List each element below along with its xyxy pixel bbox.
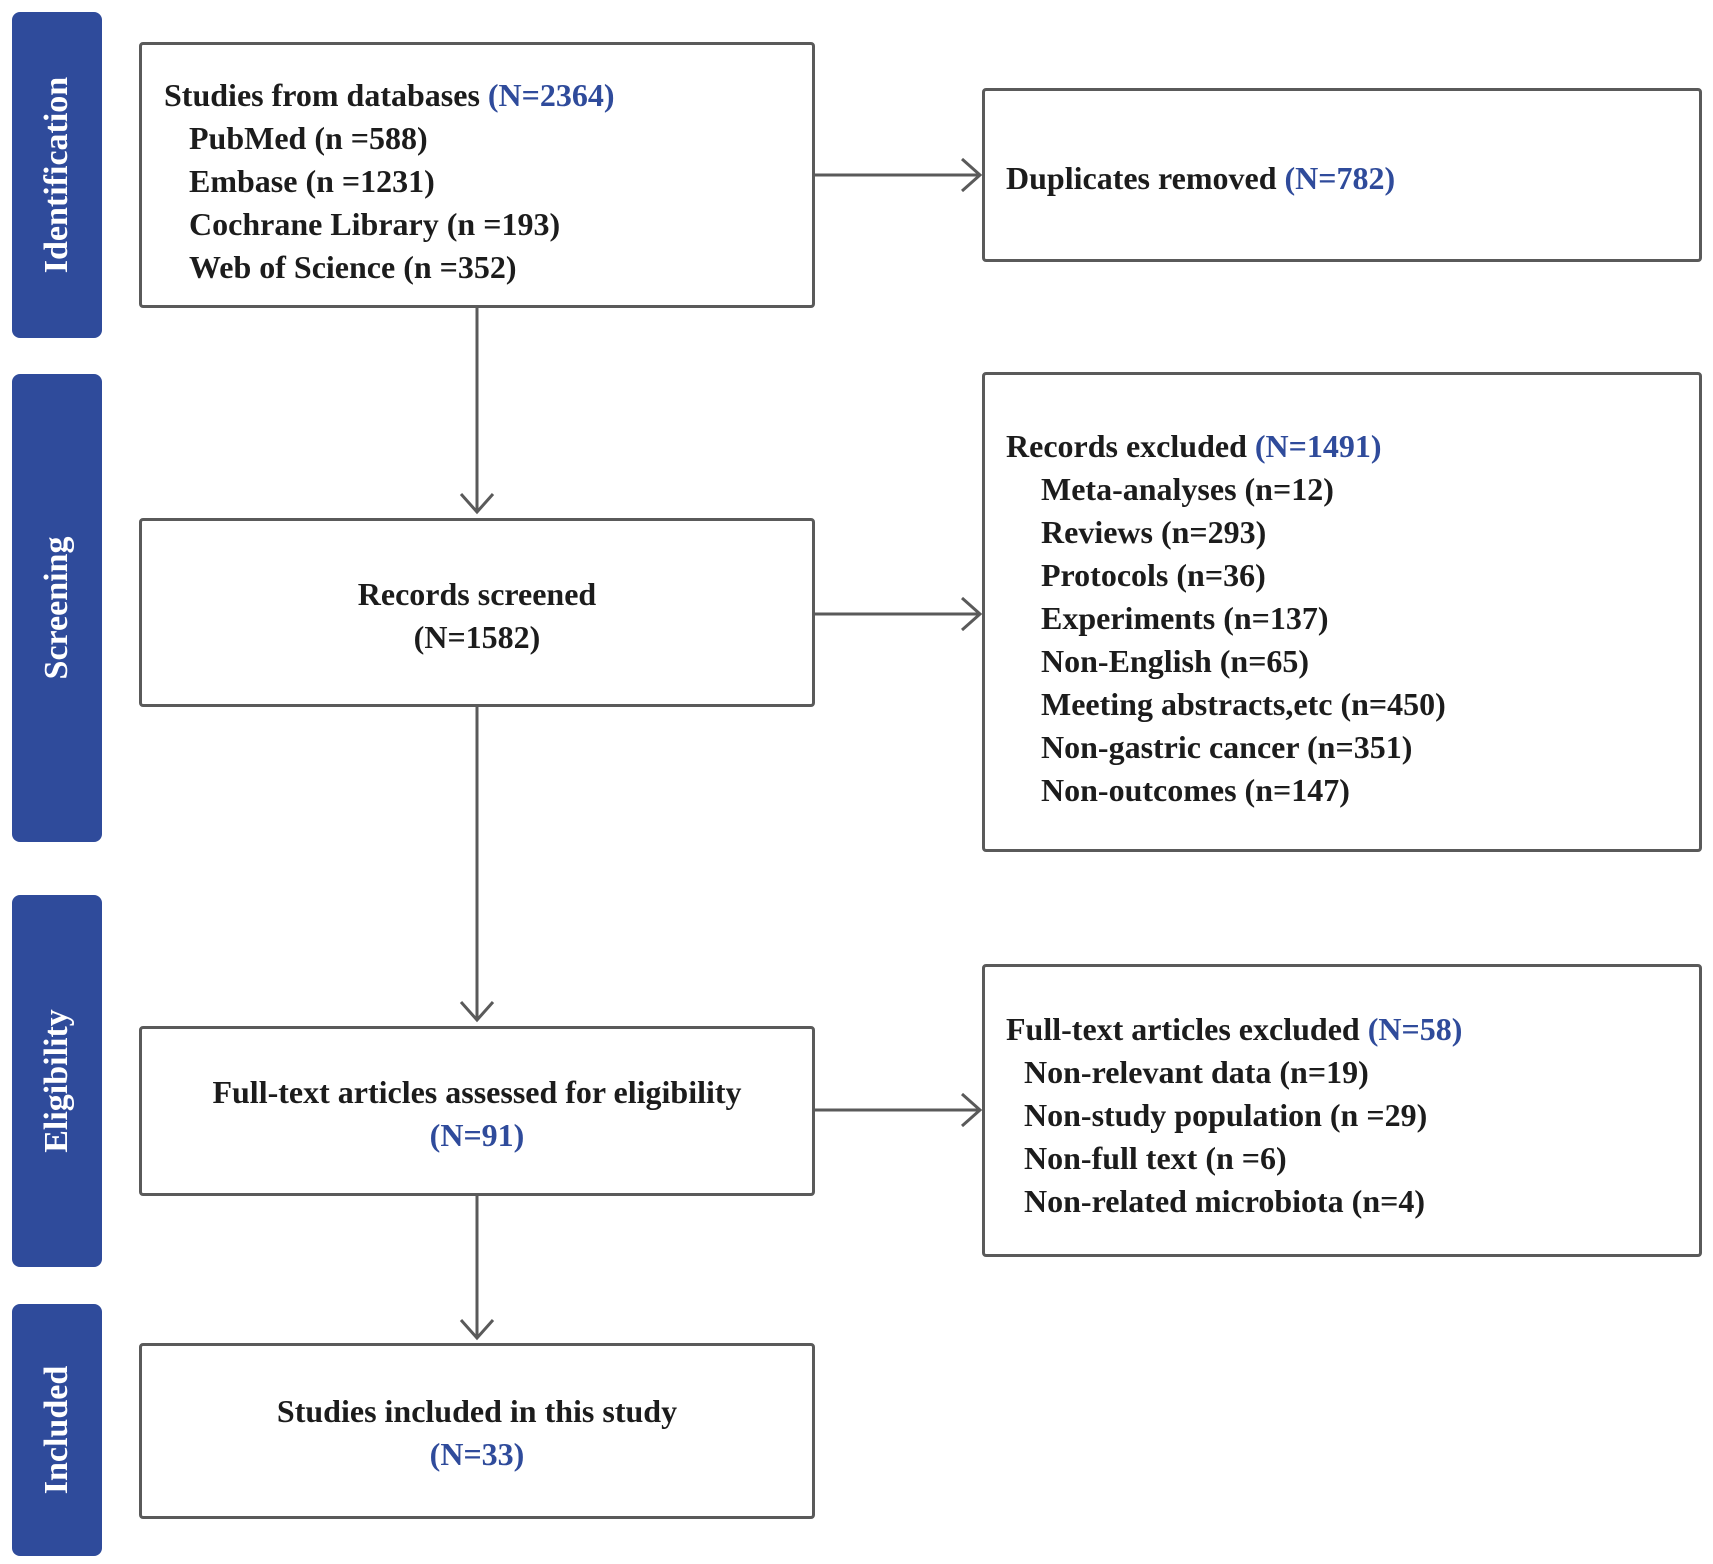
exclusion-reason-item: Meeting abstracts,etc (n=450) — [1041, 686, 1446, 722]
exclusion-reason-item: Meta-analyses (n=12) — [1041, 471, 1334, 507]
databases-count: (N=2364) — [487, 77, 615, 113]
fulltext-assessed-count: (N=91) — [429, 1117, 525, 1153]
records-excluded-count: (N=1491) — [1254, 428, 1382, 464]
included-count: (N=33) — [429, 1436, 525, 1472]
arrowhead-screened-to-excluded — [961, 596, 983, 632]
fulltext-assessed-box: Full-text articles assessed for eligibil… — [139, 1026, 815, 1196]
records-excluded-box: Records excluded (N=1491) Meta-analyses … — [982, 372, 1702, 852]
database-item: PubMed (n =588) — [189, 120, 428, 156]
arrowhead-databases-to-screened — [459, 493, 495, 515]
databases-title: Studies from databases — [164, 77, 488, 113]
exclusion-reason-item: Experiments (n=137) — [1041, 600, 1329, 636]
fulltext-exclusion-item: Non-relevant data (n=19) — [1024, 1054, 1369, 1090]
records-excluded-title: Records excluded — [1006, 428, 1255, 464]
screened-count: (N=1582) — [413, 619, 541, 655]
fulltext-assessed-title: Full-text articles assessed for eligibil… — [212, 1074, 742, 1110]
phase-bar-identification: Identification — [12, 12, 102, 338]
exclusion-reason-item: Non-outcomes (n=147) — [1041, 772, 1350, 808]
fulltext-exclusion-item: Non-study population (n =29) — [1024, 1097, 1428, 1133]
exclusion-reason-item: Non-gastric cancer (n=351) — [1041, 729, 1413, 765]
fulltext-exclusion-item: Non-full text (n =6) — [1024, 1140, 1287, 1176]
screened-title: Records screened — [357, 576, 597, 612]
arrowhead-assessed-to-fulltext-excluded — [961, 1092, 983, 1128]
duplicates-box: Duplicates removed (N=782) — [982, 88, 1702, 262]
fulltext-exclusion-item: Non-related microbiota (n=4) — [1024, 1183, 1425, 1219]
databases-box: Studies from databases (N=2364) PubMed (… — [139, 42, 815, 308]
database-item: Web of Science (n =352) — [189, 249, 517, 285]
fulltext-excluded-heading: Full-text articles excluded (N=58) — [1006, 1008, 1462, 1051]
fulltext-excluded-box: Full-text articles excluded (N=58) Non-r… — [982, 964, 1702, 1257]
duplicates-count: (N=782) — [1284, 160, 1396, 196]
duplicates-heading: Duplicates removed (N=782) — [1006, 157, 1395, 200]
screened-box: Records screened (N=1582) — [139, 518, 815, 707]
database-item: Embase (n =1231) — [189, 163, 435, 199]
exclusion-reason-item: Reviews (n=293) — [1041, 514, 1267, 550]
phase-bar-screening: Screening — [12, 374, 102, 842]
fulltext-excluded-title: Full-text articles excluded — [1006, 1011, 1368, 1047]
arrowhead-databases-to-duplicates — [961, 157, 983, 193]
arrowhead-assessed-to-included — [459, 1319, 495, 1341]
records-excluded-heading: Records excluded (N=1491) — [1006, 425, 1382, 468]
exclusion-reason-item: Non-English (n=65) — [1041, 643, 1310, 679]
database-item: Cochrane Library (n =193) — [189, 206, 561, 242]
arrowhead-screened-to-assessed — [459, 1001, 495, 1023]
included-box: Studies included in this study (N=33) — [139, 1343, 815, 1519]
duplicates-title: Duplicates removed — [1006, 160, 1285, 196]
phase-bar-eligibility: Eligibility — [12, 895, 102, 1267]
phase-bar-included: Included — [12, 1304, 102, 1556]
included-title: Studies included in this study — [276, 1393, 678, 1429]
exclusion-reason-item: Protocols (n=36) — [1041, 557, 1266, 593]
databases-heading: Studies from databases (N=2364) — [164, 74, 615, 117]
fulltext-excluded-count: (N=58) — [1367, 1011, 1463, 1047]
